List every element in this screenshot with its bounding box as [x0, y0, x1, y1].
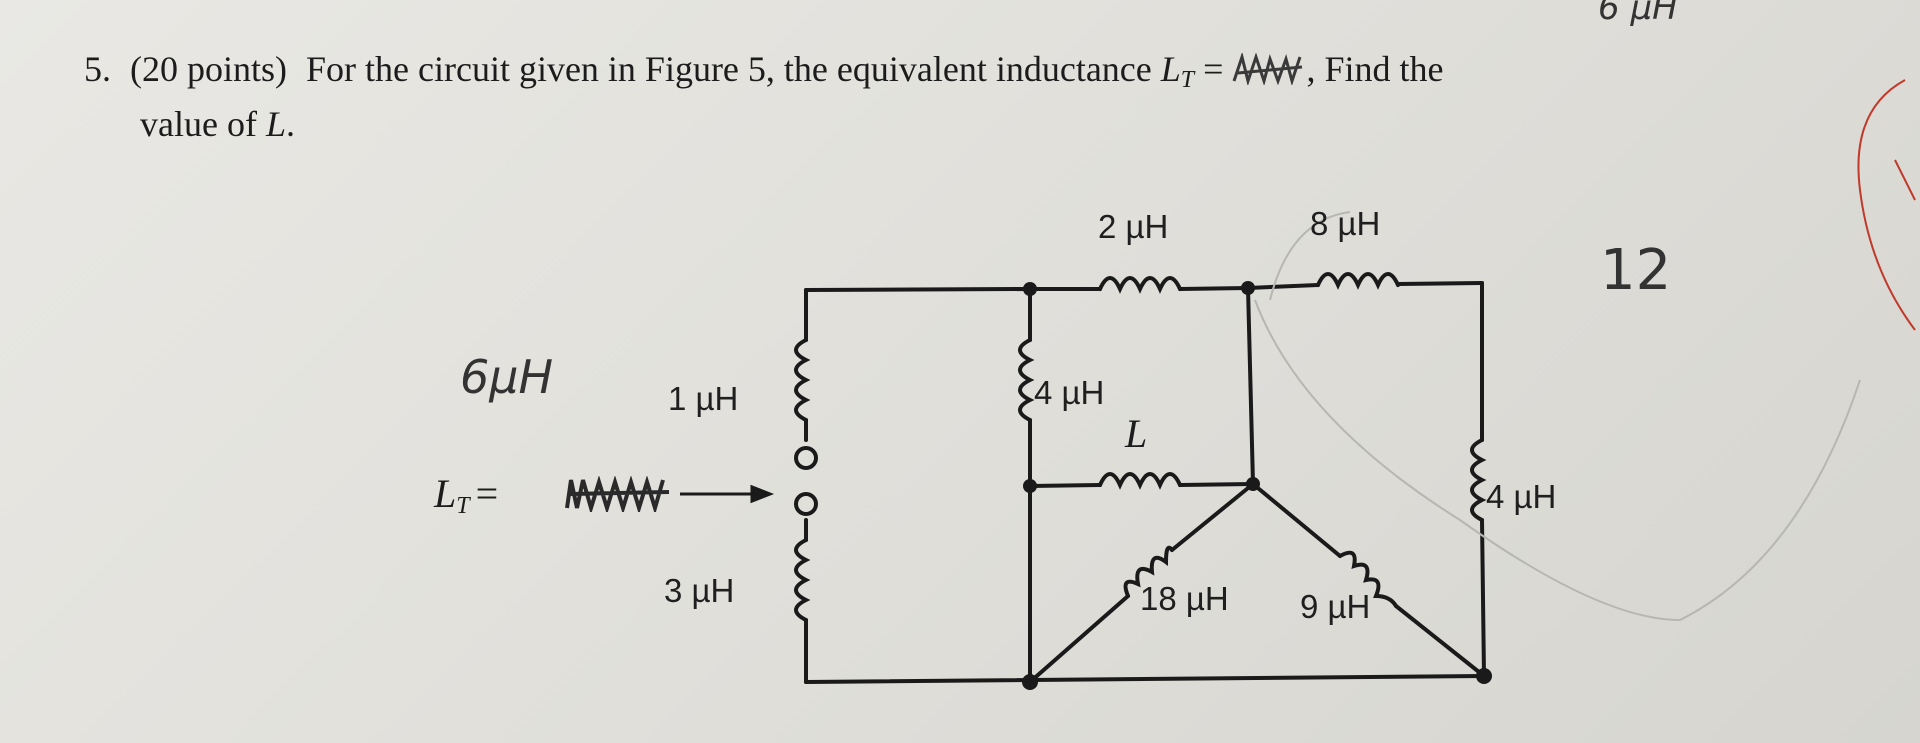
wire-top-left [804, 287, 1032, 292]
node-top-right [1241, 281, 1255, 295]
lt-label-eq: = [475, 471, 499, 516]
pencil-arc [1254, 211, 1861, 622]
inductor-2uH [1098, 276, 1182, 294]
problem-points: (20 points) [130, 49, 287, 89]
problem-number: 5. [84, 49, 111, 89]
lt-label-symbol: L [434, 471, 457, 516]
l-symbol: L [265, 104, 286, 144]
equals-sign: = [1194, 49, 1233, 89]
inductor-4uH-mid [1018, 338, 1035, 422]
lt-subscript: T [1180, 67, 1195, 93]
node-bottom-mid [1022, 674, 1038, 690]
lt-scribble-mark [565, 475, 670, 516]
inductor-3uH [794, 538, 811, 622]
label-4uH-right: 4 µH [1486, 478, 1557, 515]
wire-diag-9-lower [1394, 604, 1486, 678]
label-3uH: 3 µH [664, 572, 735, 609]
wire-diag-18-upper [1170, 482, 1255, 552]
problem-text-after: , Find the [1306, 49, 1444, 89]
lt-arrow-head [750, 484, 775, 504]
wire-diag-9-upper [1251, 482, 1342, 558]
wire-8uH-left [1246, 283, 1320, 290]
inductor-18uH [1123, 545, 1174, 598]
wire-2uH-right [1178, 286, 1250, 291]
scribbled-value [1232, 51, 1306, 87]
problem-line-2: value of L. [140, 103, 295, 145]
label-4uH-mid: 4 µH [1034, 374, 1105, 411]
inductor-L [1098, 472, 1182, 490]
label-L: L [1125, 411, 1148, 456]
handwritten-left: 6µH [460, 350, 554, 404]
wire-L-right [1178, 482, 1255, 487]
label-9uH: 9 µH [1300, 588, 1371, 625]
wire-8uH-right [1396, 281, 1484, 286]
wire-right-bottom [1480, 518, 1486, 678]
scribble-mark [1233, 51, 1303, 87]
period: . [285, 104, 295, 144]
wire-diag-18-lower [1028, 594, 1130, 684]
inductor-9uH [1338, 550, 1398, 608]
node-L-right [1246, 477, 1260, 491]
lt-scribble [565, 475, 675, 517]
label-18uH: 18 µH [1140, 580, 1229, 617]
wire-bottom [804, 674, 1486, 684]
lt-symbol: L [1160, 49, 1181, 89]
handwritten-12: 12 [1600, 238, 1672, 303]
inductor-4uH-right [1470, 438, 1487, 522]
wire-node-column [1246, 286, 1255, 486]
problem-text: For the circuit given in Figure 5, the e… [306, 49, 1161, 89]
red-pen-curve [1857, 79, 1916, 331]
inductor-8uH [1316, 272, 1400, 290]
problem-line2-text: value of [140, 104, 266, 144]
node-top-mid [1023, 282, 1037, 296]
inductor-1uH [794, 338, 811, 422]
problem-line-1: 5. (20 points) For the circuit given in … [84, 48, 1443, 94]
label-1uH: 1 µH [668, 380, 739, 417]
lt-label: LT= [434, 470, 498, 520]
lt-label-sub: T [456, 493, 470, 519]
wire-L-left [1028, 483, 1102, 488]
terminal-top [794, 446, 818, 470]
terminal-bottom [794, 492, 818, 516]
node-bottom-right [1476, 668, 1492, 684]
handwritten-top-right: 6 µH [1598, 0, 1678, 28]
label-8uH: 8 µH [1310, 205, 1381, 242]
label-2uH: 2 µH [1098, 208, 1169, 245]
node-L-left [1023, 479, 1037, 493]
